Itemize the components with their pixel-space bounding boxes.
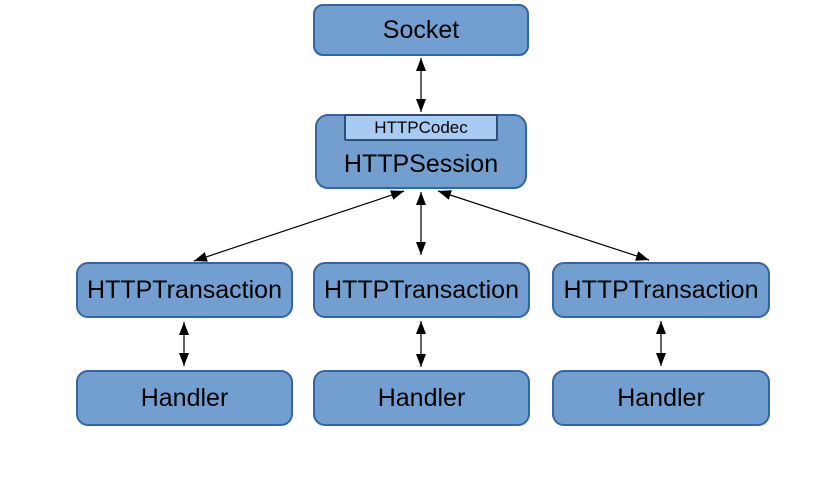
node-httpcodec-label: HTTPCodec [374, 118, 468, 137]
edge-session-transaction-right [437, 190, 650, 261]
node-handler-left: Handler [76, 370, 293, 426]
node-handler-left-label: Handler [140, 383, 229, 412]
node-httpcodec: HTTPCodec [344, 114, 498, 141]
node-handler-right: Handler [552, 370, 770, 426]
node-handler-middle-label: Handler [377, 383, 466, 412]
node-handler-right-label: Handler [617, 383, 705, 412]
node-httptransaction-middle: HTTPTransaction [313, 262, 530, 318]
node-httptransaction-middle-label: HTTPTransaction [324, 275, 519, 304]
node-httptransaction-right: HTTPTransaction [552, 262, 770, 318]
node-httptransaction-left-label: HTTPTransaction [87, 275, 282, 304]
node-socket-label: Socket [382, 15, 460, 44]
edge-session-transaction-left [193, 190, 405, 262]
node-handler-middle: Handler [313, 370, 530, 426]
node-httpsession-label: HTTPSession [343, 149, 499, 178]
node-httptransaction-left: HTTPTransaction [76, 262, 293, 318]
node-socket: Socket [313, 4, 529, 56]
node-httpsession: HTTPCodec HTTPSession [315, 114, 527, 189]
node-httptransaction-right-label: HTTPTransaction [563, 275, 759, 304]
